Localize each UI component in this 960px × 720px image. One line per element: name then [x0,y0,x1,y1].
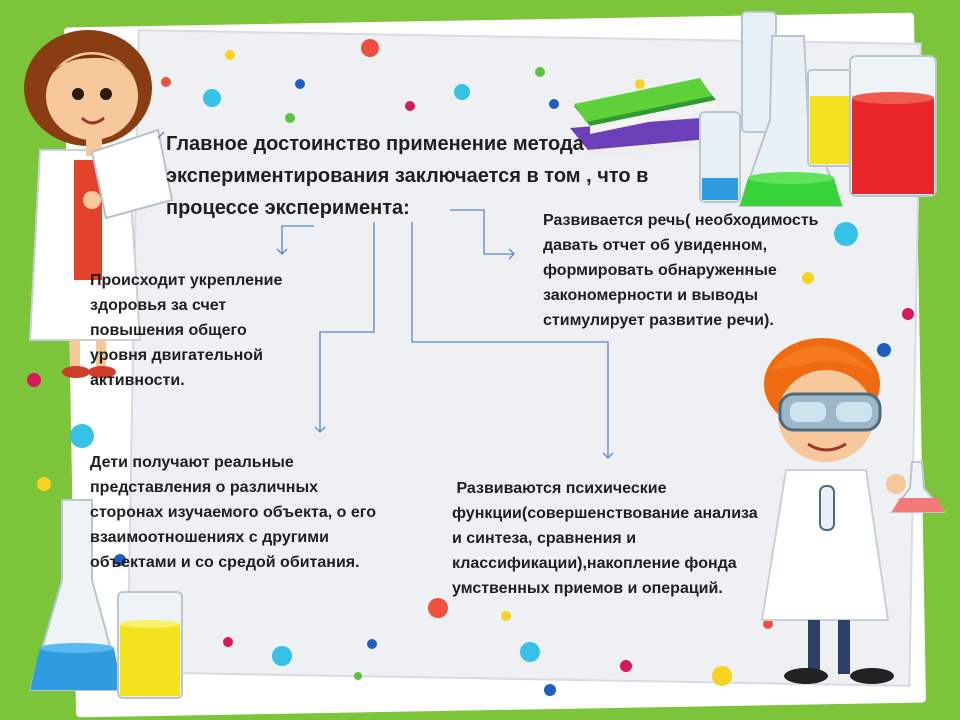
text-line: уровня двигательной [90,347,263,364]
text-line: здоровья за счет [90,297,227,314]
text-line: формировать обнаруженные [543,262,777,279]
text-line: Происходит укрепление [90,272,283,289]
text-line: давать отчет об увиденном, [543,237,768,254]
text-line: представления о различных [90,479,319,496]
speech-block: Развивается речь( необходимость давать о… [543,208,873,333]
text-line: функции(совершенствование анализа [452,505,758,522]
heading-line: процессе эксперимента: [166,197,410,219]
text-line: объектами и со средой обитания. [90,554,360,571]
text-line: активности. [90,372,185,389]
text-line: и синтеза, сравнения и [452,530,637,547]
text-line: Дети получают реальные [90,454,294,471]
heading-line: экспериментирования заключается в том , … [166,165,649,187]
text-line: классификации),накопление фонда [452,555,737,572]
text-line: умственных приемов и операций. [452,580,723,597]
text-line: взаимоотношениях с другими [90,529,329,546]
representations-block: Дети получают реальные представления о р… [90,450,430,575]
text-line: стимулирует развитие речи). [543,312,774,329]
text-line: закономерности и выводы [543,287,758,304]
text-line: Развивается речь( необходимость [543,212,819,229]
health-block: Происходит укрепление здоровья за счет п… [90,268,340,393]
heading-line: Главное достоинство применение метода [166,133,584,155]
psychic-functions-block: Развиваются психические функции(совершен… [452,476,822,601]
text-line: сторонах изучаемого объекта, о его [90,504,376,521]
text-line: Развиваются психические [452,480,667,497]
main-heading: Главное достоинство применение метода эк… [166,128,666,224]
text-line: повышения общего [90,322,247,339]
